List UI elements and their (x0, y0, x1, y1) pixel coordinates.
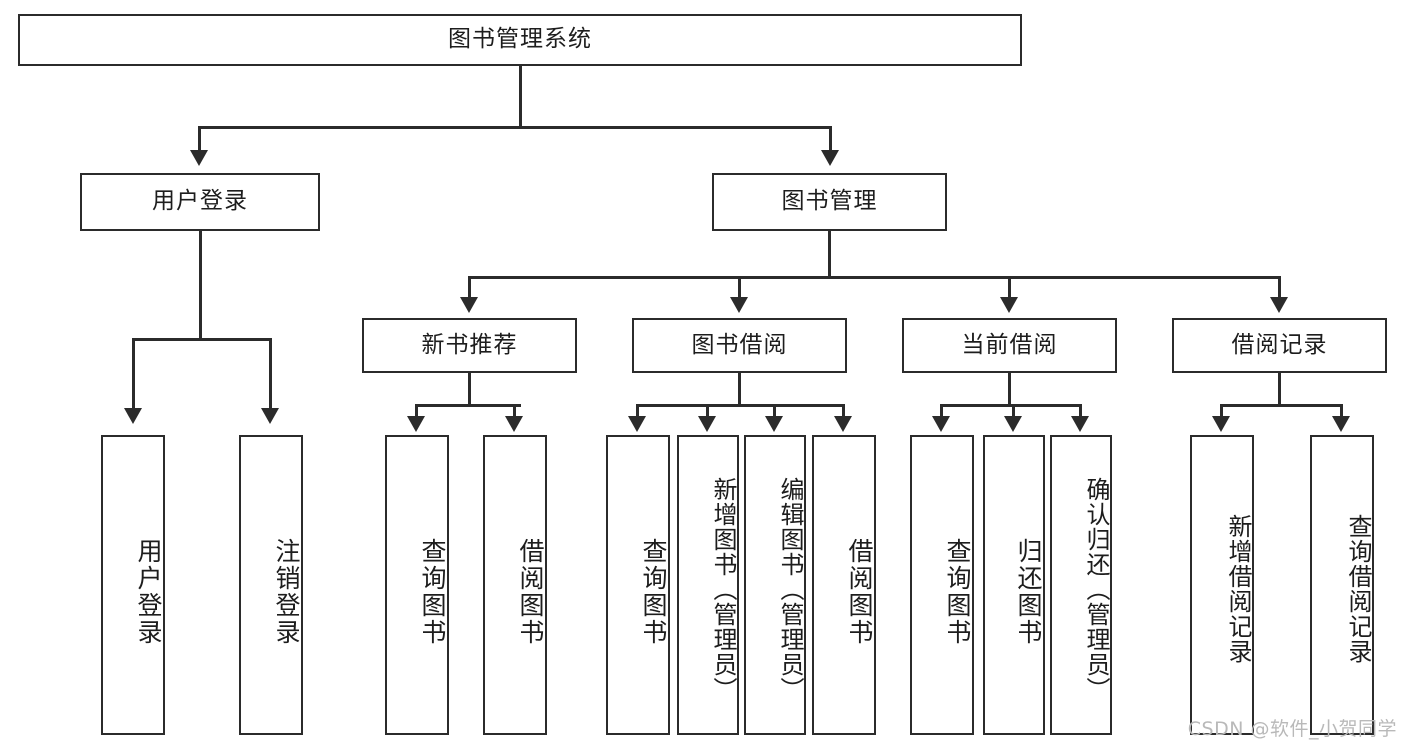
connector-root-to-book-manage (829, 126, 832, 152)
leaf-query-book-3[interactable]: 查询图书 (910, 435, 974, 735)
connector-book-borrow-to-leaf-2 (706, 404, 709, 418)
connector-book-manage-stem (828, 231, 831, 279)
connector-current-borrow-bus (940, 404, 1082, 407)
leaf-borrow-book-2[interactable]: 借阅图书 (812, 435, 876, 735)
connector-user-login-bus (132, 338, 269, 341)
arrowhead-to-book-borrow (730, 297, 748, 313)
connector-new-book-rec-to-leaf-2 (513, 404, 516, 418)
connector-new-book-rec-to-leaf-1 (415, 404, 418, 418)
connector-user-login-to-leaf-2 (269, 338, 272, 410)
arrowhead-to-leaf-borrow-book-1 (505, 416, 523, 432)
leaf-query-book-2[interactable]: 查询图书 (606, 435, 670, 735)
connector-book-borrow-to-leaf-4 (842, 404, 845, 418)
connector-root-stem (519, 66, 522, 128)
arrowhead-to-leaf-logout (261, 408, 279, 424)
connector-book-borrow-to-leaf-1 (636, 404, 639, 418)
connector-root-bus (198, 126, 830, 129)
connector-current-borrow-to-leaf-3 (1079, 404, 1082, 418)
arrowhead-to-leaf-query-book-3 (932, 416, 950, 432)
leaf-user-login[interactable]: 用户登录 (101, 435, 165, 735)
node-borrow-record[interactable]: 借阅记录 (1172, 318, 1387, 373)
arrowhead-to-new-book-rec (460, 297, 478, 313)
leaf-add-book[interactable]: 新增图书（管理员） (677, 435, 739, 735)
leaf-query-book-1[interactable]: 查询图书 (385, 435, 449, 735)
connector-book-borrow-to-leaf-3 (773, 404, 776, 418)
connector-to-new-book-rec (468, 276, 471, 299)
connector-borrow-record-to-leaf-2 (1340, 404, 1343, 418)
connector-root-to-user-login (198, 126, 201, 152)
arrowhead-to-leaf-query-record (1332, 416, 1350, 432)
arrowhead-to-leaf-add-record (1212, 416, 1230, 432)
connector-current-borrow-to-leaf-2 (1012, 404, 1015, 418)
node-user-login[interactable]: 用户登录 (80, 173, 320, 231)
node-current-borrow[interactable]: 当前借阅 (902, 318, 1117, 373)
connector-new-book-rec-bus (415, 404, 521, 407)
arrowhead-to-current-borrow (1000, 297, 1018, 313)
connector-user-login-stem (199, 231, 202, 341)
arrowhead-to-leaf-confirm-return (1071, 416, 1089, 432)
arrowhead-to-book-manage (821, 150, 839, 166)
leaf-add-record[interactable]: 新增借阅记录 (1190, 435, 1254, 735)
arrowhead-to-leaf-query-book-2 (628, 416, 646, 432)
csdn-watermark: CSDN @软件_小贺同学 (1187, 718, 1397, 740)
connector-borrow-record-bus (1220, 404, 1342, 407)
leaf-edit-book[interactable]: 编辑图书（管理员） (744, 435, 806, 735)
arrowhead-to-leaf-edit-book (765, 416, 783, 432)
leaf-confirm-return[interactable]: 确认归还（管理员） (1050, 435, 1112, 735)
arrowhead-to-leaf-return-book (1004, 416, 1022, 432)
connector-current-borrow-to-leaf-1 (940, 404, 943, 418)
connector-book-manage-bus (468, 276, 1280, 279)
arrowhead-to-leaf-borrow-book-2 (834, 416, 852, 432)
leaf-logout[interactable]: 注销登录 (239, 435, 303, 735)
connector-borrow-record-stem (1278, 373, 1281, 407)
connector-new-book-rec-stem (468, 373, 471, 407)
node-new-book-recommend[interactable]: 新书推荐 (362, 318, 577, 373)
node-root-system[interactable]: 图书管理系统 (18, 14, 1022, 66)
connector-book-borrow-stem (738, 373, 741, 407)
connector-book-borrow-bus (636, 404, 844, 407)
connector-to-book-borrow (738, 276, 741, 299)
arrowhead-to-leaf-query-book-1 (407, 416, 425, 432)
connector-to-borrow-record (1278, 276, 1281, 299)
node-book-manage[interactable]: 图书管理 (712, 173, 947, 231)
leaf-borrow-book-1[interactable]: 借阅图书 (483, 435, 547, 735)
arrowhead-to-leaf-user-login (124, 408, 142, 424)
arrowhead-to-leaf-add-book (698, 416, 716, 432)
arrowhead-to-user-login (190, 150, 208, 166)
connector-user-login-to-leaf-1 (132, 338, 135, 410)
node-book-borrow[interactable]: 图书借阅 (632, 318, 847, 373)
arrowhead-to-borrow-record (1270, 297, 1288, 313)
leaf-query-record[interactable]: 查询借阅记录 (1310, 435, 1374, 735)
connector-borrow-record-to-leaf-1 (1220, 404, 1223, 418)
connector-current-borrow-stem (1008, 373, 1011, 407)
connector-to-current-borrow (1008, 276, 1011, 299)
leaf-return-book[interactable]: 归还图书 (983, 435, 1045, 735)
